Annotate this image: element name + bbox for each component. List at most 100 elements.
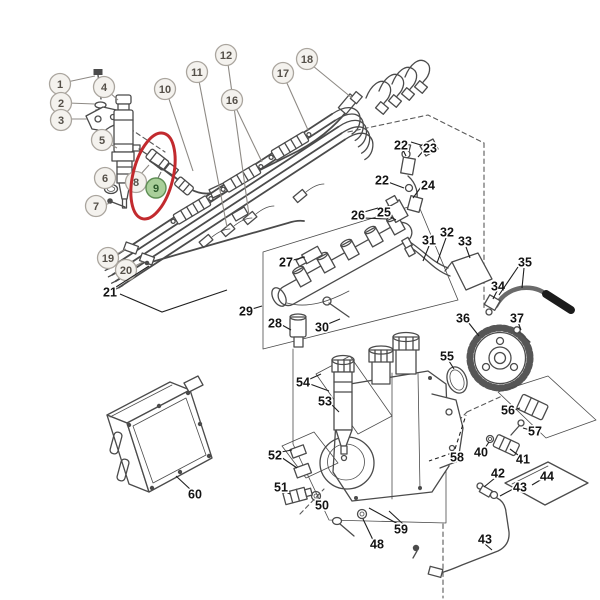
callout-number: 51 (274, 481, 288, 495)
callout-number: 30 (315, 321, 329, 335)
callout-59[interactable]: 59 (368, 507, 409, 538)
callout-number: 17 (277, 68, 289, 80)
callout-51[interactable]: 51 (273, 479, 291, 496)
callout-leader (499, 488, 514, 497)
callout-leader (492, 290, 498, 300)
callout-32[interactable]: 32 (436, 224, 455, 264)
callout-leader (283, 490, 291, 495)
callout-44[interactable]: 44 (531, 468, 555, 486)
callout-number: 25 (377, 206, 391, 220)
callout-leader (119, 289, 228, 313)
callout-number: 58 (450, 451, 464, 465)
callout-number: 24 (421, 179, 435, 193)
callout-17[interactable]: 17 (271, 61, 309, 131)
callout-bubble[interactable] (93, 166, 117, 190)
callout-bubble[interactable] (90, 128, 114, 152)
callout-leader (402, 149, 407, 157)
callout-number: 19 (102, 253, 114, 265)
callout-leader (235, 107, 263, 163)
callout-24[interactable]: 24 (412, 177, 436, 199)
callout-leader (388, 215, 397, 221)
callout-bubble[interactable] (49, 108, 73, 132)
callout-33[interactable]: 33 (457, 233, 473, 259)
callout-leader (521, 267, 525, 289)
callout-52[interactable]: 52 (267, 447, 298, 469)
callout-bubble[interactable] (92, 75, 116, 99)
callout-56[interactable]: 56 (500, 402, 521, 419)
callout-bubble[interactable] (96, 246, 120, 270)
callout-53[interactable]: 53 (317, 393, 340, 413)
callout-36[interactable]: 36 (455, 310, 480, 337)
callout-9[interactable]: 9 (145, 171, 167, 199)
callout-23[interactable]: 23 (410, 140, 438, 158)
callout-11[interactable]: 11 (185, 60, 228, 228)
callout-3[interactable]: 3 (49, 108, 88, 132)
callout-number: 31 (422, 234, 436, 248)
injection-lines-drawing (101, 59, 431, 291)
callout-26[interactable]: 26 (350, 207, 388, 224)
callout-leader (484, 543, 493, 551)
callout-43[interactable]: 43 (477, 531, 493, 551)
callout-7[interactable]: 7 (84, 194, 111, 218)
callout-60[interactable]: 60 (175, 475, 203, 503)
callout-10[interactable]: 10 (153, 77, 194, 172)
callout-leader (167, 95, 194, 172)
callout-22[interactable]: 22 (393, 137, 409, 157)
callout-48[interactable]: 48 (362, 518, 385, 553)
callout-leader (316, 498, 321, 502)
callout-42[interactable]: 42 (483, 465, 506, 488)
callout-leader (422, 245, 430, 262)
callout-29[interactable]: 29 (238, 303, 263, 320)
selected-callout-bubble[interactable] (145, 177, 167, 199)
callout-number: 56 (501, 404, 515, 418)
callout-20[interactable]: 20 (114, 258, 144, 282)
callout-43[interactable]: 43 (499, 479, 528, 497)
callout-18[interactable]: 18 (295, 47, 353, 99)
callout-bubble[interactable] (153, 77, 177, 101)
callout-leader (309, 383, 330, 392)
callout-5[interactable]: 5 (90, 128, 118, 152)
callout-bubble[interactable] (271, 61, 295, 85)
callout-35[interactable]: 35 (498, 254, 533, 296)
callout-30[interactable]: 30 (314, 318, 341, 336)
callout-58[interactable]: 58 (428, 414, 467, 466)
callout-number: 20 (120, 265, 132, 277)
callout-6[interactable]: 6 (93, 166, 117, 190)
callout-16[interactable]: 16 (220, 88, 263, 163)
callout-bubble[interactable] (295, 47, 319, 71)
callout-19[interactable]: 19 (96, 246, 127, 270)
callout-50[interactable]: 50 (314, 497, 331, 514)
callout-40[interactable]: 40 (473, 441, 489, 461)
callout-57[interactable]: 57 (522, 423, 543, 440)
callout-number: 53 (318, 395, 332, 409)
overflow-valve-drawing (400, 138, 439, 213)
callout-37[interactable]: 37 (509, 310, 525, 331)
callout-27[interactable]: 27 (278, 254, 306, 271)
callout-54[interactable]: 54 (295, 373, 330, 392)
callout-55[interactable]: 55 (439, 348, 455, 370)
callout-leader (498, 266, 519, 296)
callout-leader (198, 80, 228, 228)
callout-4[interactable]: 4 (92, 75, 119, 101)
callout-number: 48 (370, 538, 384, 552)
callout-bubble[interactable] (84, 194, 108, 218)
callout-number: 21 (103, 286, 117, 300)
callout-bubble[interactable] (214, 43, 238, 67)
callout-leader (362, 518, 374, 541)
callout-leader (436, 237, 447, 264)
callout-22[interactable]: 22 (374, 172, 405, 189)
callout-28[interactable]: 28 (267, 315, 292, 332)
callout-leader (368, 507, 399, 525)
callout-number: 2 (58, 98, 64, 110)
injector-drawing (103, 94, 141, 209)
callout-41[interactable]: 41 (509, 448, 531, 468)
callout-bubble[interactable] (185, 60, 209, 84)
callout-31[interactable]: 31 (421, 232, 437, 262)
callout-21[interactable]: 21 (102, 265, 228, 313)
callout-1[interactable]: 1 (48, 72, 96, 96)
callout-number: 43 (478, 533, 492, 547)
callout-25[interactable]: 25 (376, 204, 397, 221)
callout-bubble[interactable] (220, 88, 244, 112)
callout-2[interactable]: 2 (49, 91, 96, 115)
